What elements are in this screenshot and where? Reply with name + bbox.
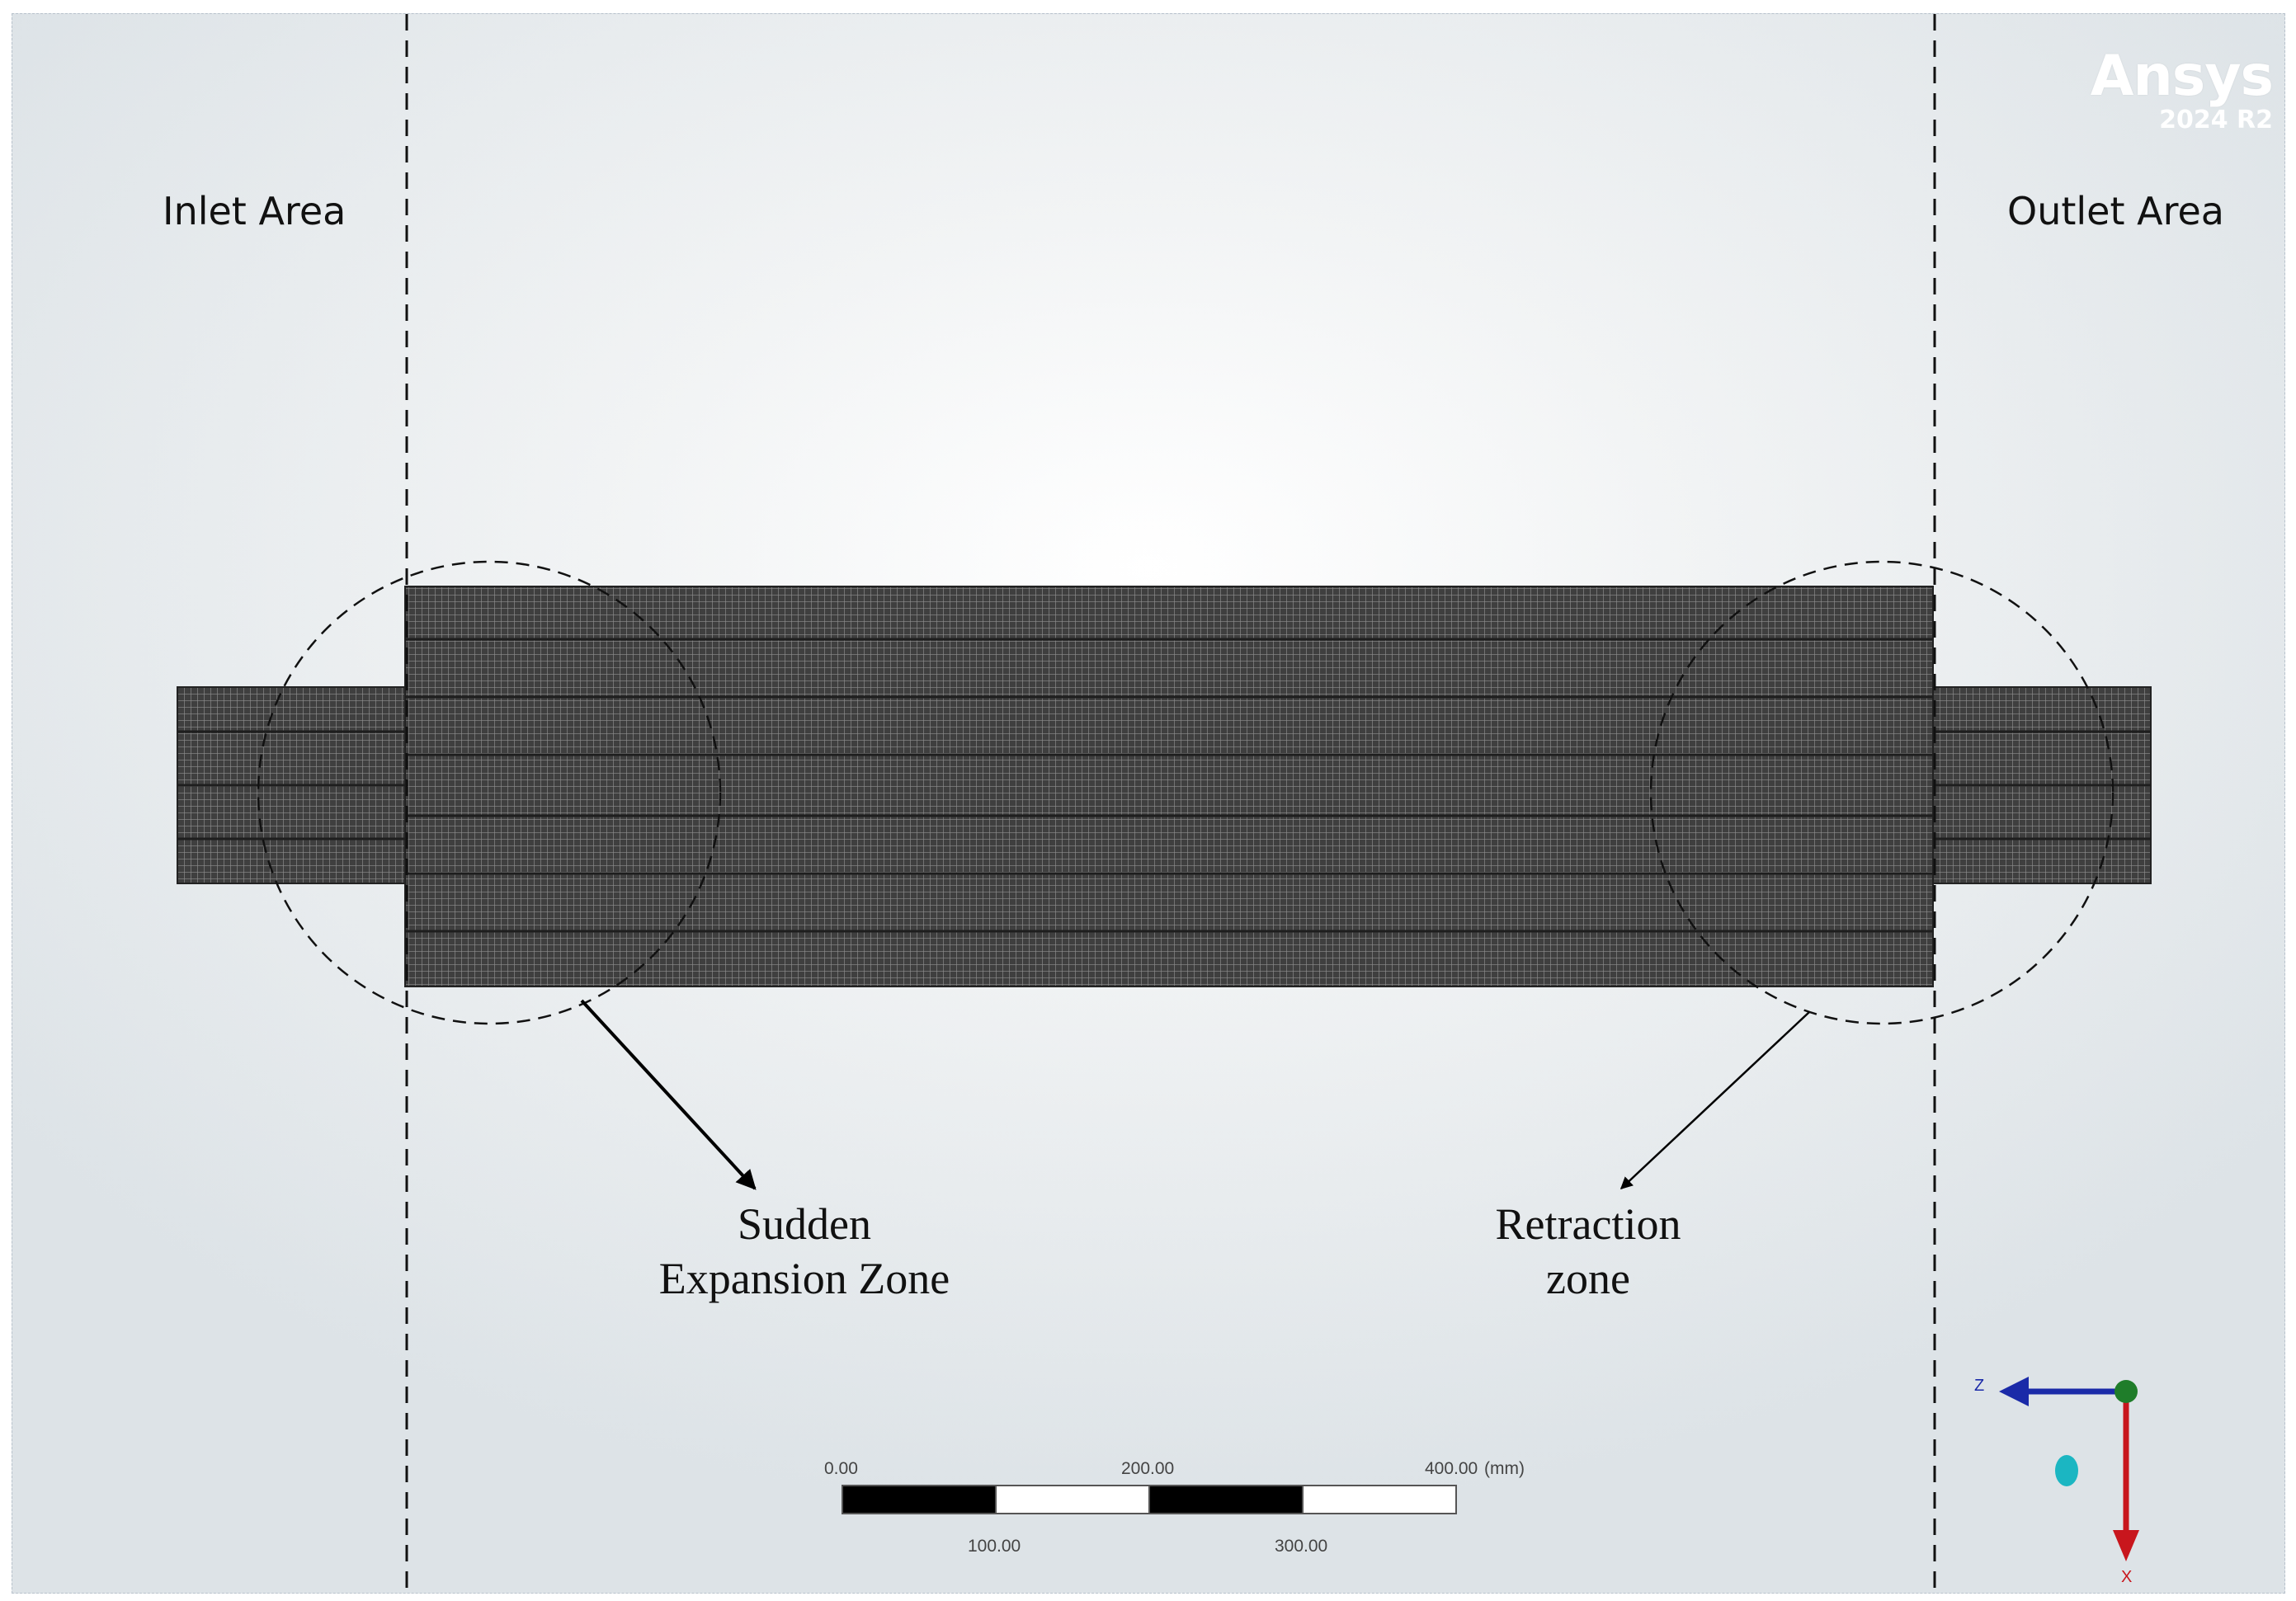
mesh-scene: [177, 14, 2152, 1593]
mesh-inflation-lines: [177, 638, 2151, 933]
scale-tick-100: 100.00: [968, 1537, 1021, 1556]
graphics-viewport[interactable]: Inlet Area Outlet Area Sudden Expansion …: [12, 13, 2285, 1594]
triad-view-dot: [2055, 1455, 2078, 1486]
retraction-zone-circle: [1649, 560, 2114, 1025]
retraction-zone-label: Retraction zone: [1440, 1197, 1737, 1306]
scale-tick-200: 200.00: [1121, 1459, 1175, 1478]
triad-origin: [2114, 1380, 2138, 1403]
axis-triad[interactable]: [1999, 1377, 2139, 1561]
scale-segment: [842, 1485, 997, 1514]
scale-unit: (mm): [1484, 1459, 1525, 1478]
x-axis-arrowhead: [2113, 1530, 2139, 1561]
scale-bar: [842, 1485, 1457, 1514]
retraction-zone-label-line1: Retraction: [1495, 1199, 1681, 1249]
scale-tick-400: 400.00: [1425, 1459, 1478, 1478]
scale-segment: [1148, 1485, 1304, 1514]
z-axis-arrowhead: [1999, 1377, 2029, 1406]
main-channel-mesh: [404, 586, 1934, 987]
expansion-zone-label-line2: Expansion Zone: [658, 1254, 950, 1303]
scale-segment: [995, 1485, 1150, 1514]
x-axis-label: X: [2121, 1568, 2133, 1586]
inlet-area-label: Inlet Area: [163, 189, 347, 233]
expansion-zone-circle: [257, 560, 722, 1025]
brand-version: 2024 R2: [2159, 106, 2273, 134]
ansys-logo: Ansys 2024 R2: [2090, 44, 2274, 134]
scale-tick-0: 0.00: [824, 1459, 858, 1478]
retraction-zone-label-line2: zone: [1546, 1254, 1630, 1303]
brand-name: Ansys: [2090, 44, 2274, 109]
expansion-zone-label: Sudden Expansion Zone: [615, 1197, 994, 1306]
expansion-zone-arrow: [580, 999, 757, 1190]
scale-segment: [1302, 1485, 1457, 1514]
z-axis-label: Z: [1974, 1377, 1985, 1395]
mesh-geometry: [177, 586, 2152, 987]
outlet-area-label: Outlet Area: [2007, 189, 2224, 233]
expansion-zone-label-line1: Sudden: [738, 1199, 871, 1249]
scale-tick-300: 300.00: [1275, 1537, 1328, 1556]
retraction-zone-arrow: [1619, 1011, 1810, 1190]
